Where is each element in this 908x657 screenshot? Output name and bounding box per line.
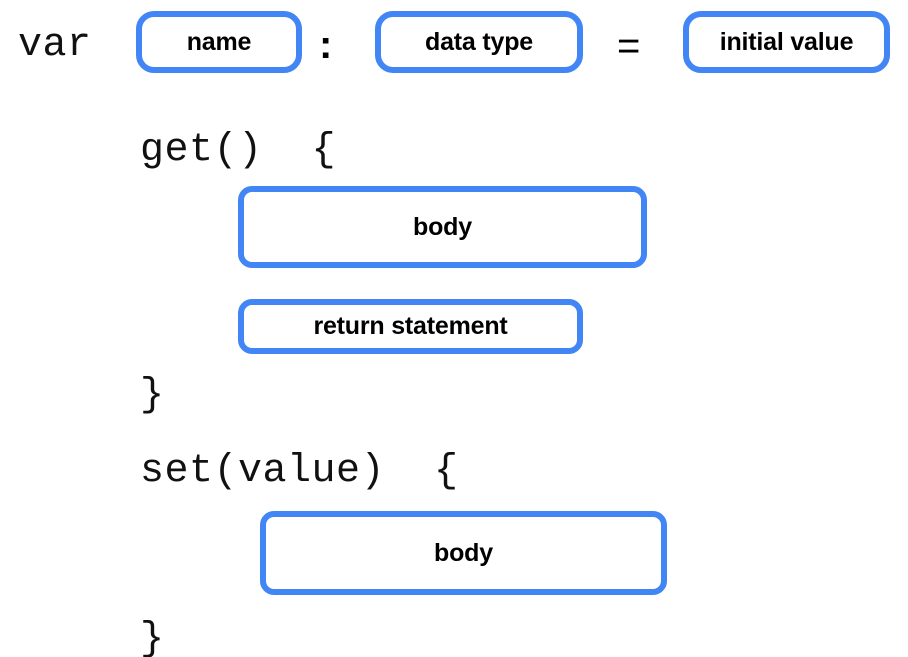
- data-type-slot-label: data type: [425, 27, 533, 56]
- initial-value-slot-label: initial value: [719, 27, 854, 56]
- name-slot[interactable]: name: [136, 11, 302, 73]
- setter-body-slot-label: body: [434, 538, 493, 567]
- name-slot-label: name: [186, 27, 252, 56]
- var-keyword: var: [18, 23, 92, 68]
- getter-body-slot[interactable]: body: [238, 186, 647, 268]
- return-statement-slot[interactable]: return statement: [238, 299, 583, 354]
- setter-header: set(value) {: [140, 449, 459, 494]
- return-statement-slot-label: return statement: [313, 312, 508, 340]
- setter-body-slot[interactable]: body: [260, 511, 667, 595]
- equals-operator: =: [617, 24, 641, 68]
- colon-operator: :: [319, 23, 333, 67]
- getter-header: get() {: [140, 128, 337, 173]
- initial-value-slot[interactable]: initial value: [683, 11, 890, 73]
- getter-body-slot-label: body: [413, 212, 472, 241]
- setter-closing-brace: }: [140, 617, 165, 657]
- data-type-slot[interactable]: data type: [375, 11, 583, 73]
- getter-closing-brace: }: [140, 373, 165, 418]
